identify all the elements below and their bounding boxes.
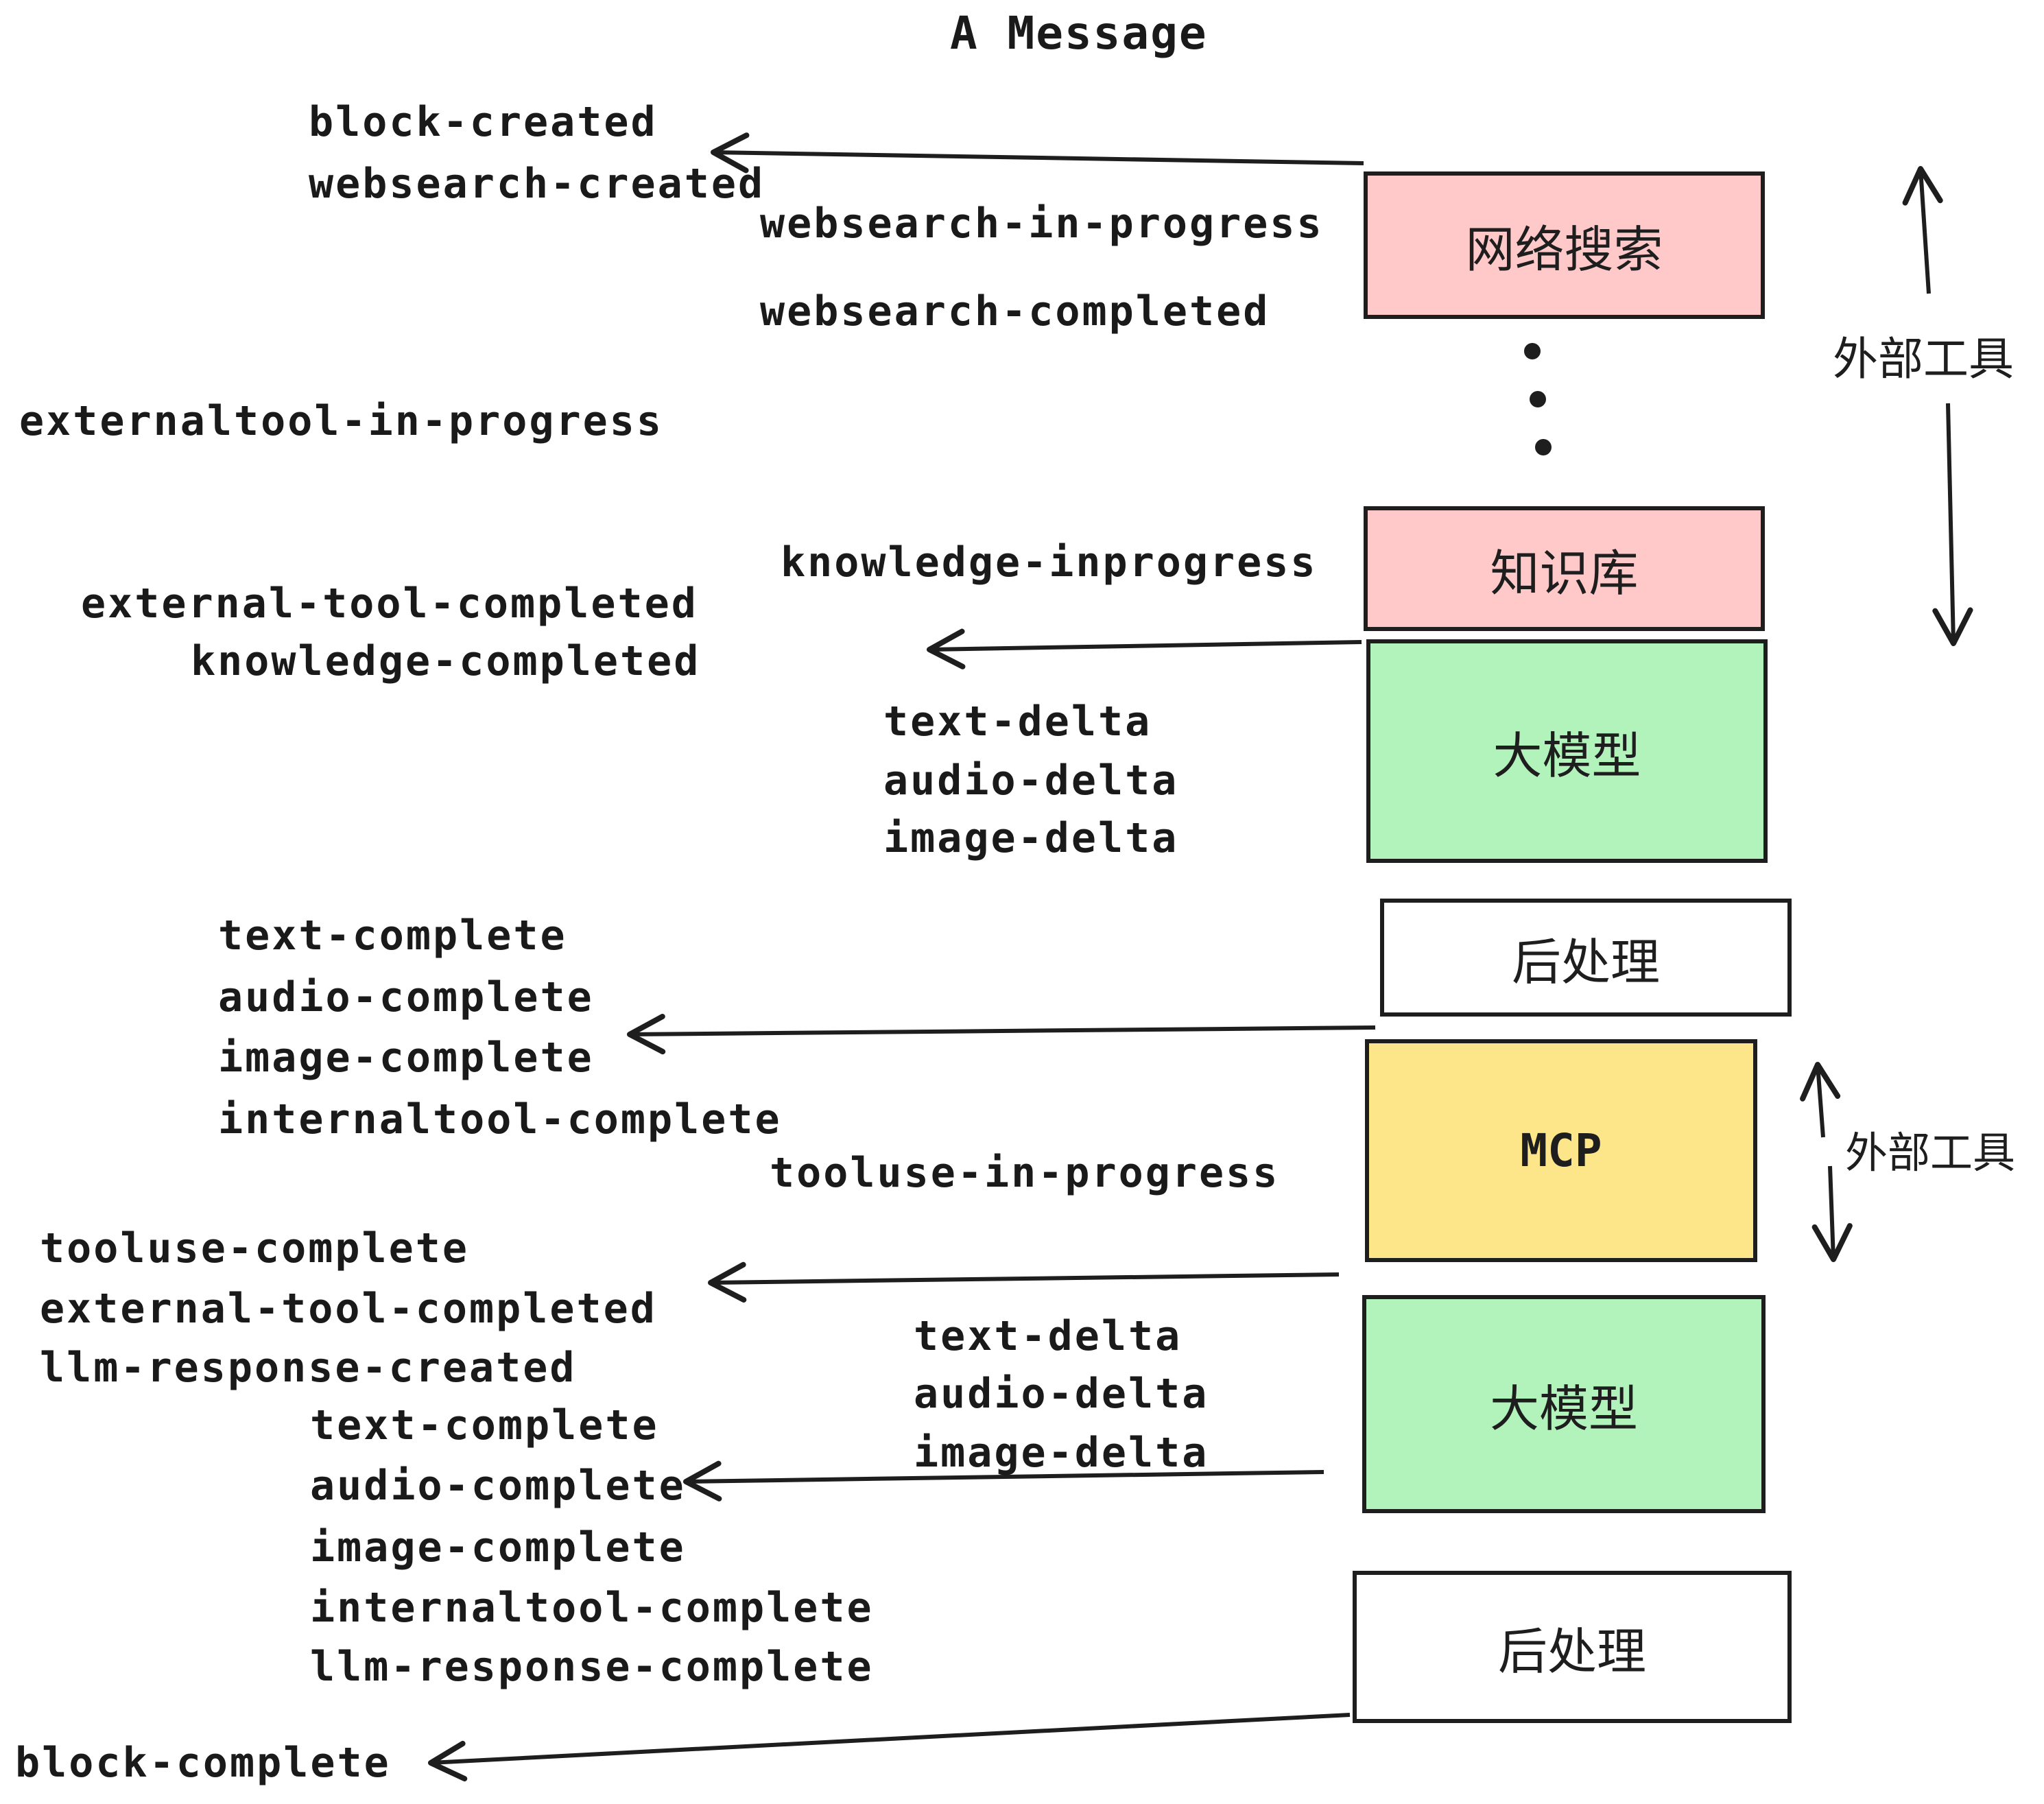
event-label-text-complete-2: text-complete [310, 1401, 659, 1449]
event-label-audio-delta-1: audio-delta [883, 757, 1179, 805]
event-label-block-created: block-created [309, 98, 658, 146]
box-mcp: MCP [1365, 1039, 1757, 1262]
event-label-tooluse-complete: tooluse-complete [40, 1224, 469, 1272]
event-label-external-tool-completed-2: external-tool-completed [40, 1285, 657, 1333]
event-label-image-complete-1: image-complete [218, 1034, 594, 1082]
box-postprocess-2-label: 后处理 [1497, 1624, 1646, 1680]
side-label-external-tools-1: 外部工具 [1833, 333, 2014, 384]
ellipsis-dot [1535, 439, 1552, 455]
arrow-post2-to-block-complete [428, 1713, 1351, 1782]
box-websearch: 网络搜索 [1364, 171, 1765, 319]
arrow-external-tools-2-down [1811, 1165, 1853, 1262]
event-label-audio-complete-1: audio-complete [218, 973, 594, 1021]
box-websearch-label: 网络搜索 [1465, 223, 1663, 278]
event-label-image-complete-2: image-complete [310, 1523, 686, 1571]
arrow-websearch-to-created [710, 132, 1364, 174]
arrow-external-tools-1-up [1902, 166, 1943, 294]
event-label-websearch-created: websearch-created [309, 160, 765, 208]
arrow-llm2-to-external-tool-completed [708, 1261, 1340, 1303]
box-llm-2-label: 大模型 [1489, 1381, 1638, 1437]
arrow-knowledge-to-completed [927, 628, 1362, 669]
event-label-external-tool-completed: external-tool-completed [81, 580, 698, 628]
event-label-knowledge-inprogress: knowledge-inprogress [781, 538, 1318, 586]
box-knowledge: 知识库 [1364, 506, 1765, 631]
ellipsis-dot [1524, 343, 1541, 359]
box-postprocess-2: 后处理 [1353, 1571, 1792, 1723]
box-knowledge-label: 知识库 [1490, 546, 1639, 602]
event-label-text-complete-1: text-complete [218, 912, 567, 960]
event-label-knowledge-completed: knowledge-completed [191, 637, 701, 685]
event-label-websearch-completed: websearch-completed [760, 287, 1270, 335]
arrow-external-tools-2-up [1800, 1062, 1841, 1138]
event-label-llm-response-created: llm-response-created [40, 1344, 577, 1392]
event-label-websearch-in-progress: websearch-in-progress [760, 200, 1324, 248]
event-label-internaltool-complete-1: internaltool-complete [218, 1095, 782, 1143]
event-label-image-delta-1: image-delta [883, 814, 1179, 862]
event-label-externaltool-in-progress: externaltool-in-progress [19, 397, 663, 445]
box-postprocess-1-label: 后处理 [1511, 935, 1660, 990]
event-label-text-delta-1: text-delta [883, 698, 1152, 746]
arrow-external-tools-1-down [1932, 403, 1973, 646]
box-llm-2: 大模型 [1362, 1295, 1766, 1513]
arrow-llm2-to-audio-complete [683, 1460, 1324, 1502]
side-label-external-tools-2: 外部工具 [1845, 1130, 2016, 1177]
ellipsis-dot [1530, 391, 1546, 407]
box-mcp-label: MCP [1520, 1124, 1602, 1177]
event-label-audio-delta-2: audio-delta [914, 1370, 1209, 1418]
event-label-image-delta-2: image-delta [914, 1429, 1209, 1477]
arrow-mcp-to-image-complete [627, 1013, 1376, 1055]
event-label-llm-response-complete: llm-response-complete [310, 1643, 874, 1691]
event-label-block-complete: block-complete [15, 1739, 391, 1787]
event-label-audio-complete-2: audio-complete [310, 1462, 686, 1510]
diagram-title: A Message [950, 7, 1208, 60]
box-postprocess-1: 后处理 [1380, 899, 1792, 1017]
box-llm-1: 大模型 [1366, 639, 1768, 863]
event-label-tooluse-in-progress: tooluse-in-progress [770, 1149, 1280, 1197]
event-label-text-delta-2: text-delta [914, 1312, 1183, 1360]
event-label-internaltool-complete-2: internaltool-complete [310, 1584, 874, 1632]
box-llm-1-label: 大模型 [1493, 728, 1641, 784]
